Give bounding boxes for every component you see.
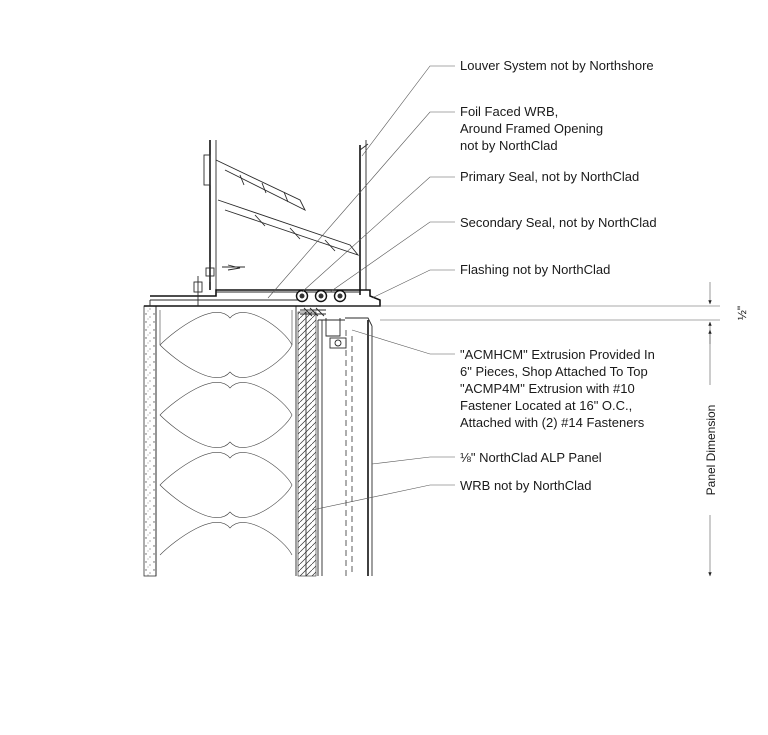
svg-text:Primary Seal, not by NorthClad: Primary Seal, not by NorthClad: [460, 169, 639, 184]
dimension-lines: [380, 282, 720, 577]
svg-text:not by NorthClad: not by NorthClad: [460, 138, 558, 153]
backer-rods: [295, 289, 347, 303]
svg-text:Panel Dimension: Panel Dimension: [704, 405, 718, 496]
svg-text:Attached with (2) #14 Fastener: Attached with (2) #14 Fasteners: [460, 415, 645, 430]
callout-louver-system: Louver System not by Northshore: [460, 58, 654, 73]
panel-dimension-label: Panel Dimension: [704, 405, 718, 496]
svg-text:Around Framed Opening: Around Framed Opening: [460, 121, 603, 136]
louver-frame: [203, 140, 369, 295]
svg-text:Flashing not by NorthClad: Flashing not by NorthClad: [460, 262, 610, 277]
svg-text:Foil Faced WRB,: Foil Faced WRB,: [460, 104, 558, 119]
svg-text:"ACMP4M" Extrusion with #10: "ACMP4M" Extrusion with #10: [460, 381, 635, 396]
extrusion-clip: [300, 307, 347, 349]
svg-text:½": ½": [735, 306, 749, 320]
callout-primary-seal: Primary Seal, not by NorthClad: [460, 169, 639, 184]
alp-panel: [345, 317, 373, 576]
sub-framing-rail: [317, 319, 345, 576]
svg-text:"ACMHCM" Extrusion Provided In: "ACMHCM" Extrusion Provided In: [460, 347, 655, 362]
svg-text:⅛" NorthClad ALP Panel: ⅛" NorthClad ALP Panel: [460, 450, 602, 465]
insulation-batt: [155, 306, 297, 576]
callout-foil-faced-wrb: Foil Faced WRB, Around Framed Opening no…: [460, 104, 603, 153]
svg-text:WRB not by NorthClad: WRB not by NorthClad: [460, 478, 592, 493]
framing-head: [144, 299, 300, 307]
callout-secondary-seal: Secondary Seal, not by NorthClad: [460, 215, 657, 230]
svg-text:Secondary Seal, not by NorthCl: Secondary Seal, not by NorthClad: [460, 215, 657, 230]
sheathing-board: [143, 305, 157, 577]
half-inch-dimension: ½": [735, 306, 749, 320]
callout-acmhcm-extrusion: "ACMHCM" Extrusion Provided In 6" Pieces…: [460, 347, 655, 430]
callout-flashing: Flashing not by NorthClad: [460, 262, 610, 277]
callout-alp-panel: ⅛" NorthClad ALP Panel: [460, 450, 602, 465]
sill-flashing: [150, 262, 381, 307]
svg-text:Fastener Located at 16" O.C.,: Fastener Located at 16" O.C.,: [460, 398, 632, 413]
callout-wrb: WRB not by NorthClad: [460, 478, 592, 493]
wrb-layer: [297, 311, 317, 577]
svg-text:6" Pieces, Shop Attached To To: 6" Pieces, Shop Attached To Top: [460, 364, 648, 379]
svg-text:Louver System not by Northshor: Louver System not by Northshore: [460, 58, 654, 73]
leader-lines: [267, 65, 455, 511]
